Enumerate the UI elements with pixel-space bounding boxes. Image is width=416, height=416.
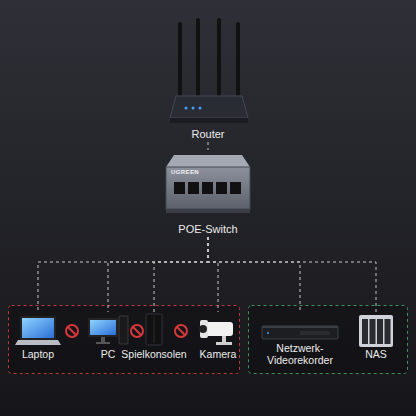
device-node: Kamera	[197, 312, 240, 362]
device-node: Netzwerk-Videorekorder	[255, 312, 345, 368]
switch-node: POE-Switch	[165, 150, 251, 237]
dashed-connector	[208, 142, 209, 150]
console-icon	[146, 314, 162, 345]
router-icon	[170, 18, 248, 123]
camera-icon	[199, 320, 233, 345]
blocked-group-frame	[9, 306, 240, 374]
node-label: PC	[101, 348, 116, 360]
pc-icon	[88, 316, 128, 344]
device-node: Spielkonsolen	[118, 312, 190, 362]
dashed-connector	[108, 237, 208, 312]
brand-logo: UGREEN	[171, 169, 199, 176]
node-label: POE-Switch	[178, 223, 237, 235]
dashed-connector	[208, 237, 218, 312]
node-label: Netzwerk-Videorekorder	[255, 342, 345, 366]
switch-icon	[166, 155, 250, 213]
no-sign	[66, 325, 187, 337]
dashed-connector	[208, 237, 376, 312]
device-node: NAS	[358, 312, 394, 362]
nvr-icon	[262, 326, 338, 339]
dashed-connector	[38, 237, 208, 312]
node-label: Spielkonsolen	[121, 348, 186, 360]
node-label: Laptop	[22, 348, 54, 360]
node-label: NAS	[365, 348, 387, 360]
node-label: Router	[191, 128, 224, 140]
device-node: Laptop	[15, 312, 61, 362]
dashed-connector	[154, 237, 208, 312]
dashed-connector	[208, 237, 300, 312]
allowed-group-frame	[249, 306, 408, 374]
nas-icon	[359, 315, 393, 347]
router-node: Router	[168, 14, 248, 142]
laptop-icon	[15, 316, 61, 345]
node-label: Kamera	[200, 348, 237, 360]
